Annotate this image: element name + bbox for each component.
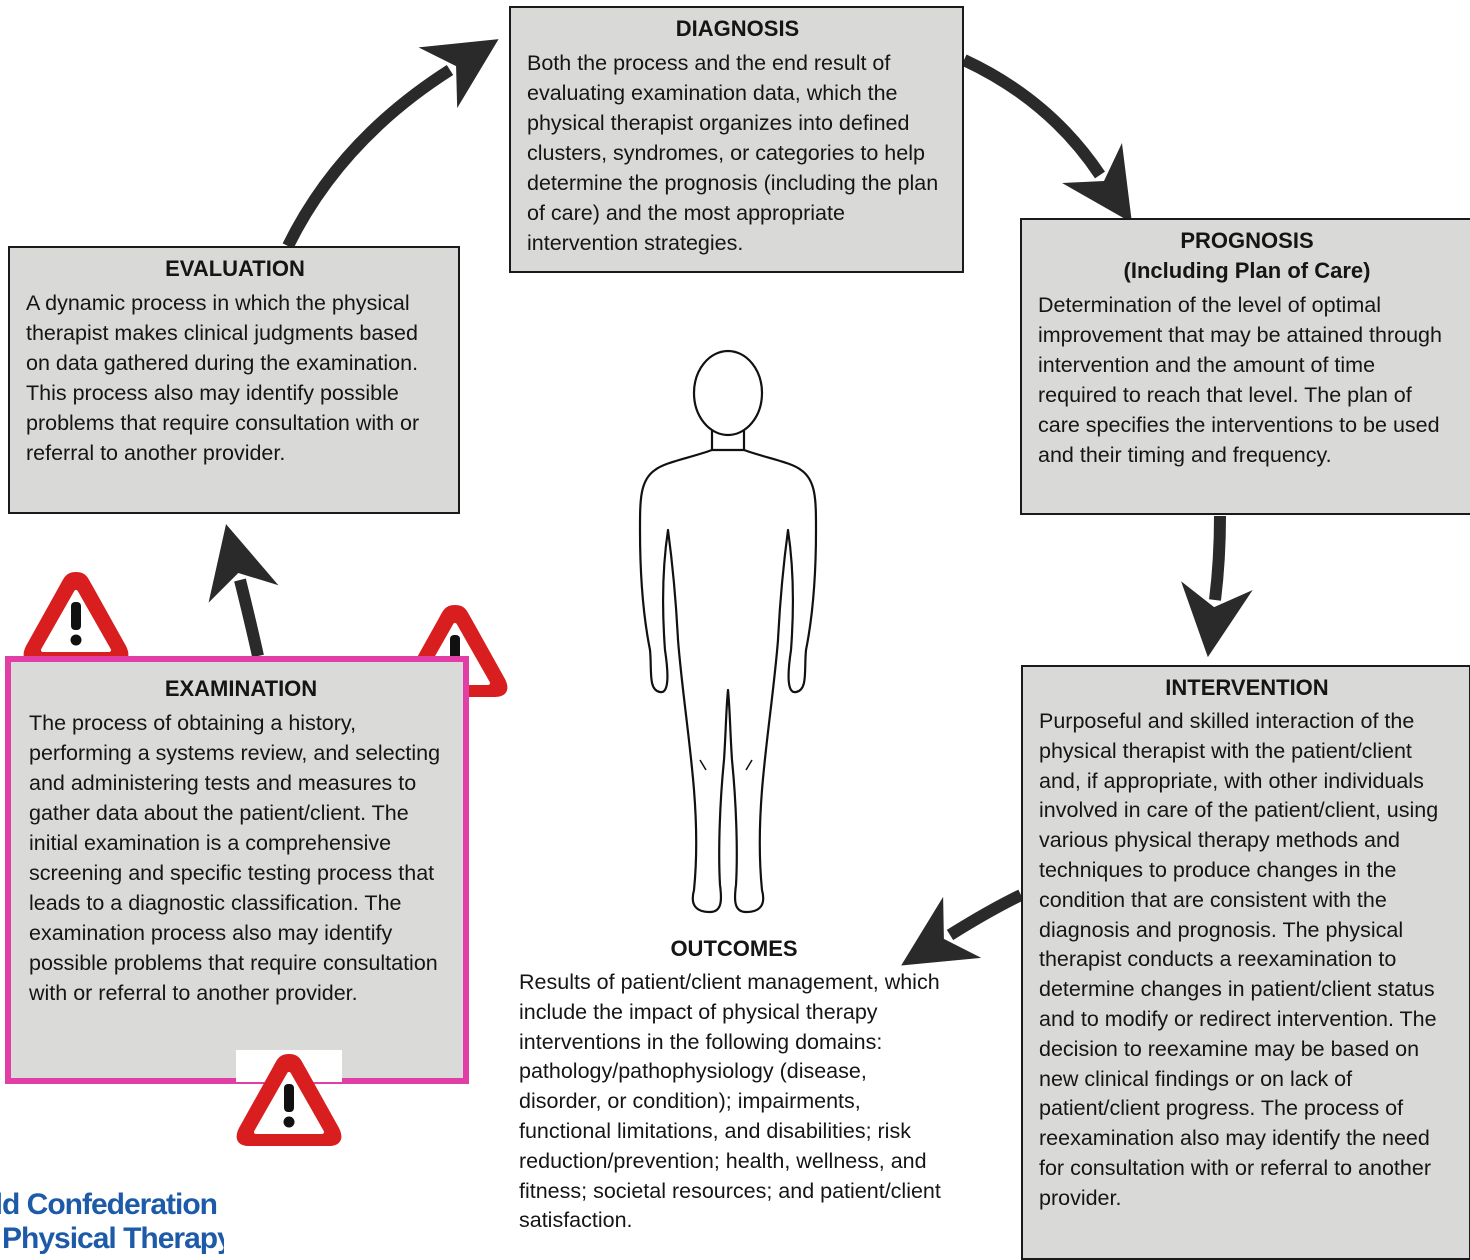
logo-line-2: Physical Therapy — [2, 1222, 224, 1255]
diagnosis-title: DIAGNOSIS — [675, 16, 800, 41]
diagnosis-box: DIAGNOSIS Both the process and the end r… — [509, 6, 964, 273]
examination-title: EXAMINATION — [164, 676, 318, 701]
warning-icon — [236, 1050, 342, 1146]
wcpt-logo: rld Confederation Physical Therapy — [0, 1188, 224, 1260]
outcomes-title: OUTCOMES — [670, 936, 798, 961]
arrow-evaluation-to-diagnosis — [282, 39, 499, 249]
intervention-text: Purposeful and skilled interaction of th… — [1039, 709, 1439, 1210]
prognosis-box: PROGNOSIS (Including Plan of Care) Deter… — [1020, 218, 1470, 515]
arrow-examination-to-evaluation — [208, 524, 279, 658]
evaluation-text: A dynamic process in which the physical … — [26, 291, 420, 465]
examination-box: EXAMINATION The process of obtaining a h… — [5, 656, 469, 1084]
arrow-prognosis-to-intervention — [1181, 515, 1253, 658]
evaluation-box: EVALUATION A dynamic process in which th… — [8, 246, 460, 514]
logo-line-1: rld Confederation — [0, 1188, 218, 1221]
prognosis-text: Determination of the level of optimal im… — [1038, 293, 1442, 467]
arrow-diagnosis-to-prognosis — [961, 54, 1132, 223]
human-figure-icon — [638, 349, 818, 914]
evaluation-title: EVALUATION — [165, 256, 305, 281]
intervention-box: INTERVENTION Purposeful and skilled inte… — [1021, 665, 1470, 1260]
prognosis-subtitle: (Including Plan of Care) — [1123, 258, 1371, 283]
arrow-intervention-to-outcomes — [901, 889, 1024, 966]
warning-icon — [23, 572, 129, 664]
prognosis-title: PROGNOSIS — [1180, 228, 1314, 253]
outcomes-text: Results of patient/client management, wh… — [519, 970, 941, 1233]
examination-text: The process of obtaining a history, perf… — [29, 711, 441, 1005]
outcomes-block: OUTCOMES Results of patient/client manag… — [519, 934, 949, 1236]
diagnosis-text: Both the process and the end result of e… — [527, 51, 939, 255]
intervention-title: INTERVENTION — [1165, 675, 1329, 700]
